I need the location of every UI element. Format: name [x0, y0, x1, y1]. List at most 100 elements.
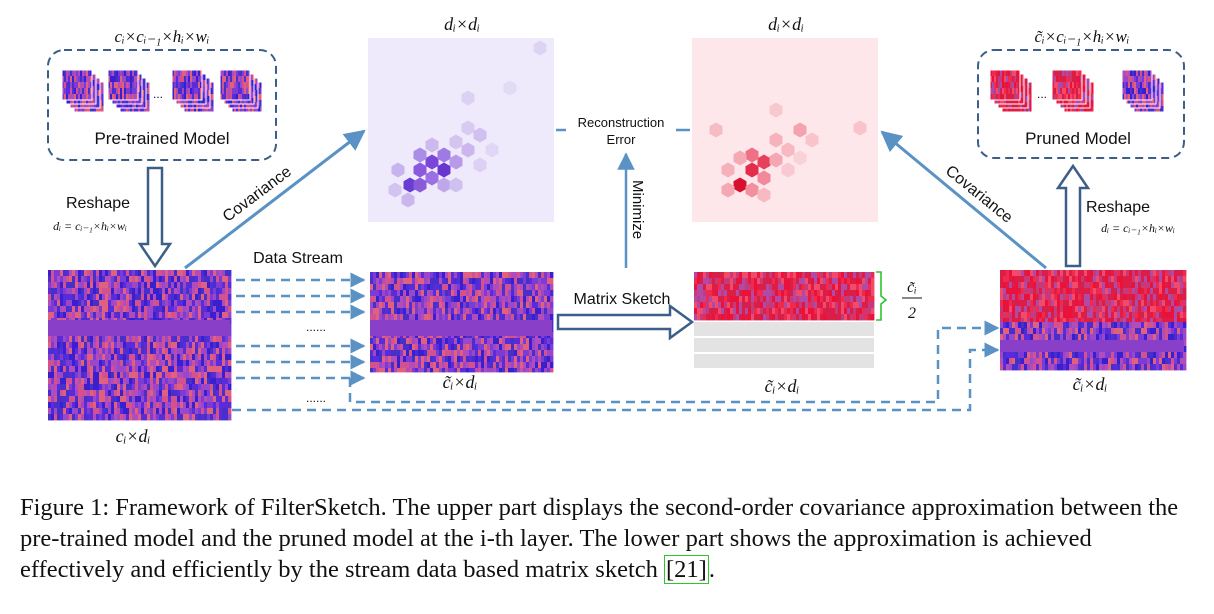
heat-cell: [847, 284, 851, 291]
heat-cell: [254, 84, 257, 91]
heat-cell: [156, 384, 160, 391]
heat-cell: [238, 82, 241, 89]
heat-cell: [111, 300, 115, 307]
heat-cell: [382, 284, 386, 291]
heat-cell: [736, 314, 740, 321]
heat-cell: [105, 300, 109, 307]
heat-cell: [189, 288, 193, 295]
heat-cell: [57, 408, 61, 415]
heat-cell: [475, 338, 479, 345]
heat-cell: [775, 278, 779, 285]
heat-cell: [1021, 300, 1025, 307]
heat-cell: [230, 76, 233, 83]
heat-cell: [871, 296, 875, 303]
heat-cell: [128, 98, 131, 105]
heat-cell: [427, 284, 431, 291]
heat-cell: [1078, 300, 1082, 307]
heat-cell: [493, 284, 497, 291]
heat-cell: [57, 354, 61, 361]
heat-cell: [212, 82, 215, 89]
heat-cell: [153, 396, 157, 403]
heat-cell: [1024, 294, 1028, 301]
heat-cell: [697, 278, 701, 285]
heat-cell: [1042, 276, 1046, 283]
heat-cell: [730, 296, 734, 303]
heat-cell: [1030, 358, 1034, 365]
heat-cell: [183, 366, 187, 373]
heat-cell: [1135, 318, 1139, 323]
heat-cell: [1009, 312, 1013, 319]
heat-cell: [159, 312, 163, 319]
heat-cell: [68, 98, 71, 105]
heat-cell: [466, 350, 470, 357]
heat-cell: [391, 350, 395, 357]
heat-cell: [1093, 306, 1097, 313]
heat-cell: [388, 278, 392, 285]
heat-cell: [126, 366, 130, 373]
heat-cell: [180, 270, 184, 277]
heat-cell: [144, 354, 148, 361]
heat-cell: [144, 342, 148, 349]
heat-cell: [1012, 364, 1016, 371]
heat-cell: [84, 276, 88, 283]
heat-cell: [147, 354, 151, 361]
heat-cell: [129, 312, 133, 319]
heat-cell: [138, 74, 141, 81]
heat-cell: [466, 338, 470, 345]
heat-cell: [496, 278, 500, 285]
heat-cell: [165, 348, 169, 355]
heat-cell: [96, 384, 100, 391]
heat-cell: [817, 272, 821, 279]
heat-cell: [51, 414, 55, 421]
heat-cell: [1138, 294, 1142, 301]
heat-cell: [72, 378, 76, 385]
heat-cell: [112, 88, 115, 95]
heat-cell: [219, 312, 223, 319]
heat-cell: [433, 296, 437, 303]
heat-cell: [1030, 300, 1034, 307]
heat-cell: [517, 344, 521, 351]
heat-cell: [168, 360, 172, 367]
heat-cell: [1135, 276, 1139, 283]
heat-cell: [228, 270, 232, 277]
heat-cell: [138, 396, 142, 403]
heat-cell: [216, 408, 220, 415]
heat-cell: [168, 396, 172, 403]
heat-cell: [394, 302, 398, 309]
heat-cell: [96, 336, 100, 343]
heat-cell: [1177, 288, 1181, 295]
heat-cell: [1102, 300, 1106, 307]
heat-cell: [204, 336, 208, 343]
heat-cell: [694, 278, 698, 285]
heat-cell: [454, 344, 458, 351]
heat-cell: [526, 356, 530, 363]
heat-cell: [805, 278, 809, 285]
heat-cell: [140, 98, 143, 105]
heat-cell: [730, 278, 734, 285]
heat-cell: [382, 314, 386, 321]
heat-cell: [213, 336, 217, 343]
heat-cell: [508, 368, 512, 373]
heat-cell: [748, 296, 752, 303]
heat-cell: [84, 336, 88, 343]
heat-cell: [391, 302, 395, 309]
heat-cell: [146, 94, 149, 101]
heat-cell: [252, 102, 255, 109]
heat-cell: [228, 98, 231, 105]
heat-cell: [1084, 270, 1088, 277]
heat-cell: [210, 312, 214, 319]
heat-cell: [216, 294, 220, 301]
heat-cell: [481, 344, 485, 351]
heat-cell: [96, 84, 99, 91]
heat-cell: [478, 296, 482, 303]
heat-cell: [141, 414, 145, 421]
heat-cell: [178, 82, 181, 89]
heat-cell: [147, 366, 151, 373]
heat-cell: [1159, 276, 1163, 283]
heat-cell: [66, 396, 70, 403]
heat-cell: [823, 302, 827, 309]
heat-cell: [132, 98, 135, 105]
heat-cell: [219, 342, 223, 349]
heat-cell: [721, 278, 725, 285]
heat-cell: [72, 76, 75, 83]
